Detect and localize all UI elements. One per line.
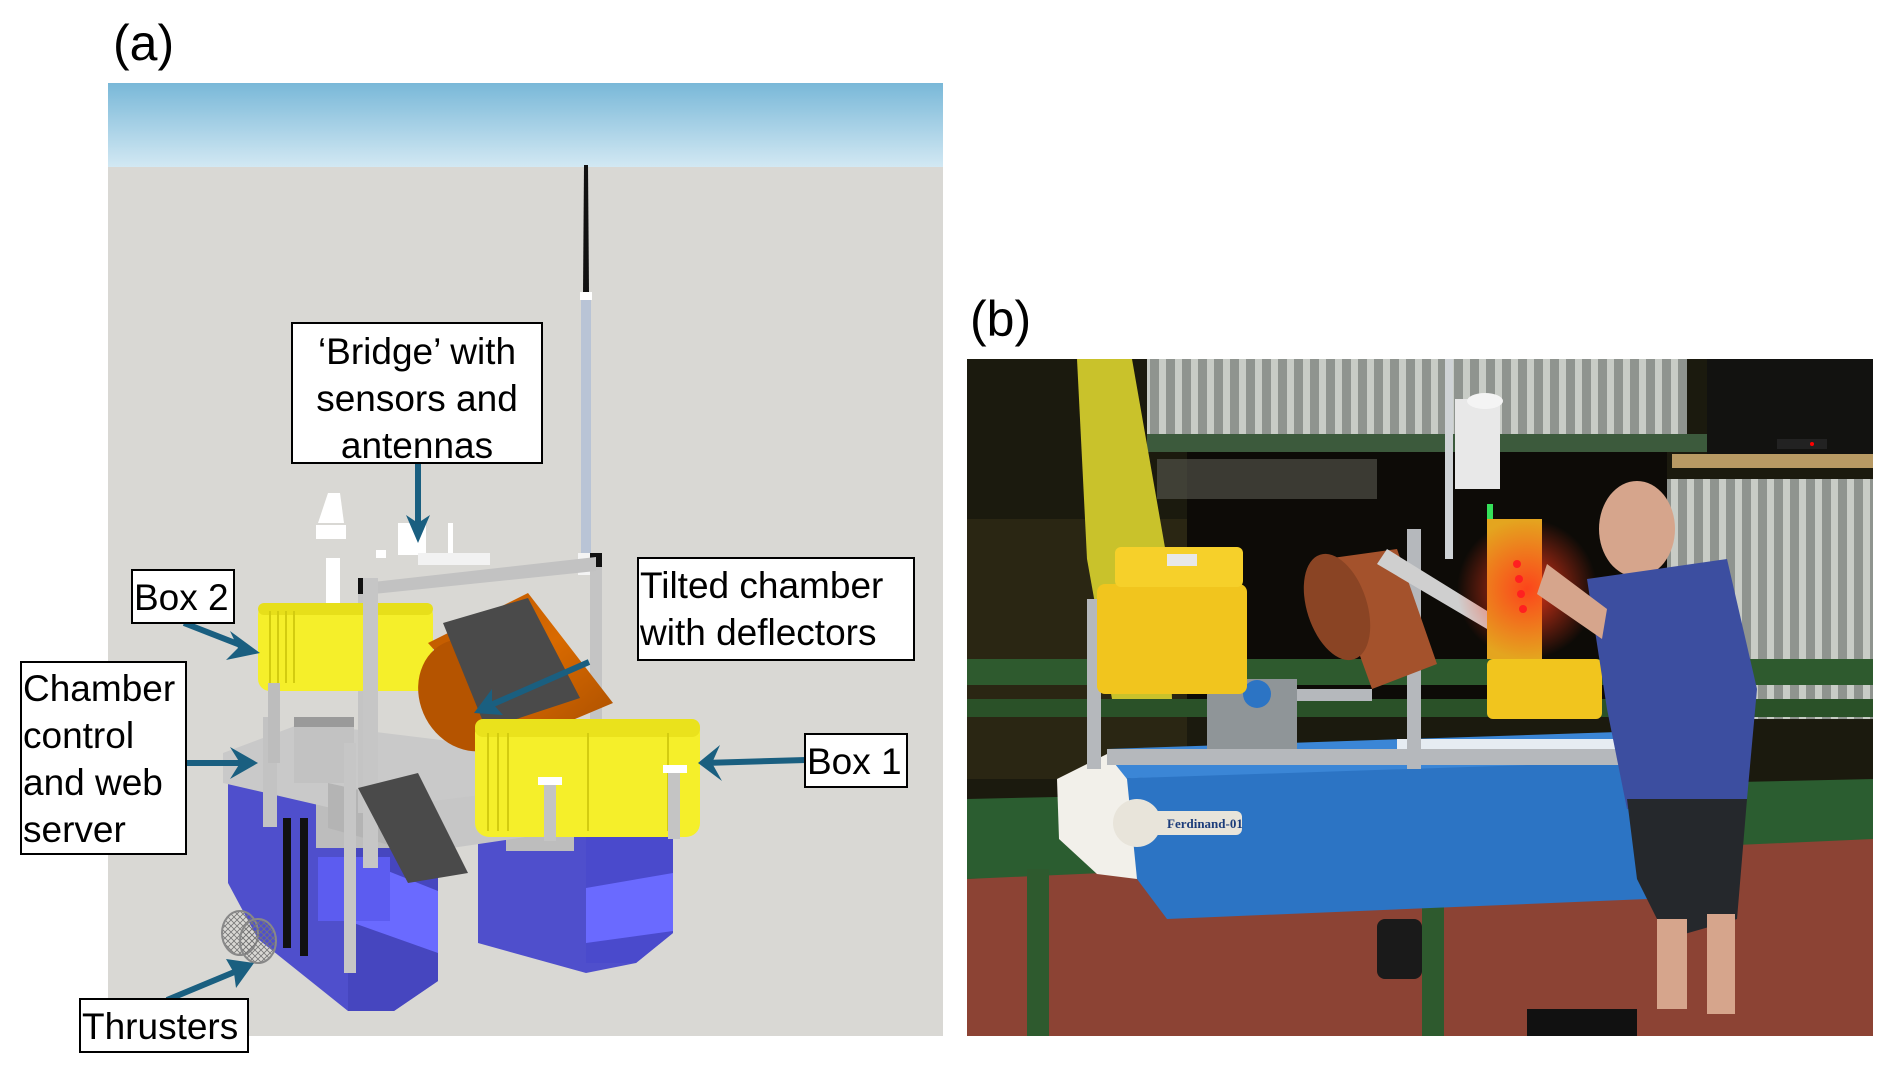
wall-beam	[1147, 434, 1707, 452]
boats-background	[1157, 459, 1377, 499]
box-2	[258, 603, 433, 763]
control-box-sticker	[1243, 680, 1271, 708]
lower-deflector	[358, 773, 468, 883]
thruster-cage	[1377, 919, 1422, 979]
box1-arrow-head	[698, 745, 722, 781]
box2-arrow-head	[226, 631, 260, 660]
chamber-control-line: control	[23, 715, 135, 756]
tilted-chamber-arrow-head	[474, 689, 503, 715]
red-leds	[1513, 560, 1527, 613]
thrusters-callout-text: Thrusters	[82, 1006, 239, 1047]
sky	[108, 83, 943, 167]
box2-callout-text: Box 2	[134, 577, 229, 618]
device-led	[1810, 442, 1814, 446]
tilted-chamber-line: with deflectors	[640, 612, 877, 653]
front-upright	[363, 578, 378, 868]
orange-chamber	[1303, 549, 1437, 689]
table-leg	[1027, 869, 1049, 1036]
chamber-control-line: server	[23, 809, 126, 850]
thrusters-callout: Thrusters	[79, 998, 249, 1053]
person	[1537, 481, 1757, 1014]
platform-photo: Ferdinand-01	[967, 359, 1873, 1036]
tilted-chamber-callout: Tilted chamber with deflectors	[637, 557, 915, 661]
chamber-control-line: Chamber	[23, 668, 176, 709]
thruster-post	[283, 818, 291, 948]
bridge-callout-line: sensors and	[316, 378, 518, 419]
wooden-shelf	[1672, 454, 1873, 468]
bridge-arrow-head	[406, 515, 430, 543]
box1-callout-text: Box 1	[807, 741, 902, 782]
bridge-callout: ‘Bridge’ with sensors and antennas	[291, 322, 543, 466]
box-1	[475, 719, 700, 841]
corrugated-wall	[1147, 359, 1687, 439]
bridge-callout-line: ‘Bridge’ with	[317, 331, 517, 372]
chamber-control-arrow-head	[230, 747, 258, 779]
shelf-window	[1707, 359, 1873, 454]
chamber-control-box	[294, 717, 356, 973]
yellow-box-left	[1097, 547, 1247, 694]
upper-deflector	[443, 598, 580, 729]
chamber-control-line: and web	[23, 762, 163, 803]
panel-b-photo: Ferdinand-01	[967, 359, 1873, 1036]
red-glow	[1457, 519, 1597, 659]
panel-a-label: (a)	[113, 15, 175, 71]
thrusters-arrow-head	[226, 959, 254, 988]
box1-callout: Box 1	[804, 733, 908, 788]
boat-name-sticker: Ferdinand-01	[1113, 799, 1243, 847]
yellow-box-right	[1487, 659, 1602, 719]
bridge-callout-line: antennas	[340, 425, 494, 466]
anemometer	[1467, 393, 1503, 409]
chamber-control-callout: Chamber control and web server	[20, 661, 187, 855]
controller-on-floor	[1527, 1009, 1637, 1036]
thrusters	[221, 910, 277, 964]
panel-b-label: (b)	[970, 291, 1032, 347]
boat-name-text: Ferdinand-01	[1167, 816, 1243, 831]
sensor-housing	[1455, 399, 1500, 489]
box2-callout: Box 2	[131, 569, 235, 624]
tilted-chamber-line: Tilted chamber	[640, 565, 884, 606]
thruster-post	[300, 818, 308, 956]
callout-arrows	[165, 464, 807, 1003]
boat-hull	[1107, 754, 1707, 919]
boat-bow	[1057, 754, 1137, 879]
shelf-device	[1777, 439, 1827, 449]
